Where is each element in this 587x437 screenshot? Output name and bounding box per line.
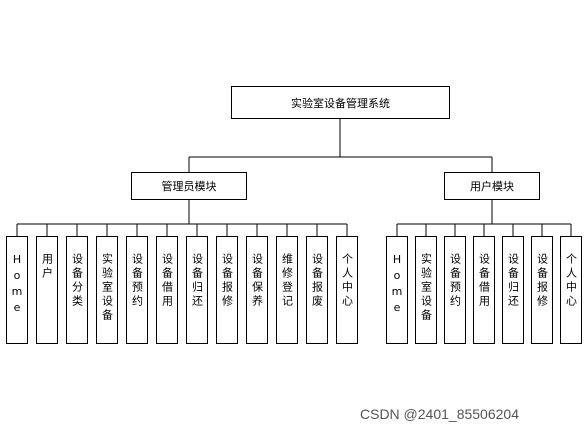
admin-leaf-5: 设备预约 [126,236,148,344]
admin-leaf-7: 设备归还 [186,236,208,344]
root-node: 实验室设备管理系统 [231,86,450,119]
user-leaf-7: 个人中心 [560,236,582,344]
leaf-label: Home [10,253,24,317]
leaf-label: 设备预约 [448,253,462,309]
admin-leaf-8: 设备报修 [216,236,238,344]
admin-leaf-4: 实验室设备 [96,236,118,344]
user-leaf-1: Home [386,236,408,344]
module-node-admin-label: 管理员模块 [161,180,217,193]
leaf-label: 个人中心 [340,253,354,309]
admin-leaf-6: 设备借用 [156,236,178,344]
leaf-label: 设备归还 [506,253,520,309]
leaf-label: Home [390,253,404,317]
user-leaf-6: 设备报修 [531,236,553,344]
admin-leaf-3: 设备分类 [66,236,88,344]
leaf-label: 设备保养 [250,253,264,309]
leaf-label: 个人中心 [564,253,578,309]
user-leaf-5: 设备归还 [502,236,524,344]
leaf-label: 设备借用 [160,253,174,309]
leaf-label: 设备分类 [70,253,84,309]
admin-leaf-9: 设备保养 [246,236,268,344]
module-node-user-label: 用户模块 [470,180,514,193]
watermark: CSDN @2401_85506204 [360,406,519,422]
module-node-admin: 管理员模块 [131,172,247,200]
leaf-label: 设备借用 [477,253,491,309]
leaf-label: 设备报修 [535,253,549,309]
admin-leaf-11: 设备报废 [306,236,328,344]
admin-leaf-2: 用户 [36,236,58,344]
leaf-label: 设备报废 [310,253,324,309]
admin-leaf-12: 个人中心 [336,236,358,344]
leaf-label: 用户 [40,253,54,281]
leaf-label: 设备预约 [130,253,144,309]
leaf-label: 维修登记 [280,253,294,309]
leaf-label: 实验室设备 [419,253,433,323]
user-leaf-2: 实验室设备 [415,236,437,344]
leaf-label: 实验室设备 [100,253,114,323]
admin-leaf-10: 维修登记 [276,236,298,344]
admin-leaf-1: Home [6,236,28,344]
module-node-user: 用户模块 [444,172,540,200]
leaf-label: 设备报修 [220,253,234,309]
user-leaf-3: 设备预约 [444,236,466,344]
root-node-label: 实验室设备管理系统 [291,96,390,110]
user-leaf-4: 设备借用 [473,236,495,344]
leaf-label: 设备归还 [190,253,204,309]
